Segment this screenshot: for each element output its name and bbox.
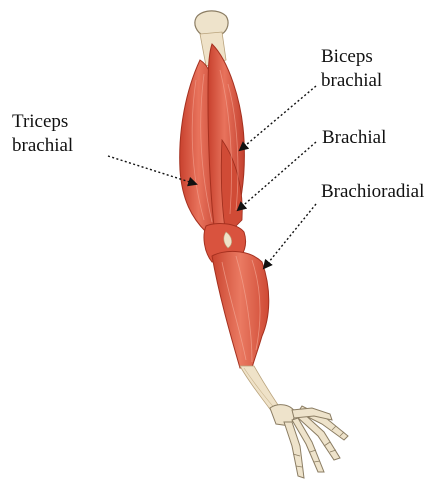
hand-bones xyxy=(270,405,348,478)
brachial-leader xyxy=(238,142,316,210)
brachioradial-label-text: Brachioradial xyxy=(321,180,424,204)
biceps-label: Biceps brachial xyxy=(321,45,382,93)
brachioradial-leader xyxy=(264,204,316,268)
brachial-label: Brachial xyxy=(322,126,386,150)
biceps-leader xyxy=(240,86,316,150)
triceps-label-line-2: brachial xyxy=(12,134,73,158)
biceps-label-line-1: Biceps xyxy=(321,45,382,69)
biceps-label-line-2: brachial xyxy=(321,69,382,93)
brachial-label-text: Brachial xyxy=(322,126,386,150)
forearm-tendons xyxy=(240,366,280,412)
triceps-label-line-1: Triceps xyxy=(12,110,73,134)
brachioradial-label: Brachioradial xyxy=(321,180,424,204)
triceps-label: Triceps brachial xyxy=(12,110,73,158)
shoulder-bone xyxy=(195,11,228,36)
